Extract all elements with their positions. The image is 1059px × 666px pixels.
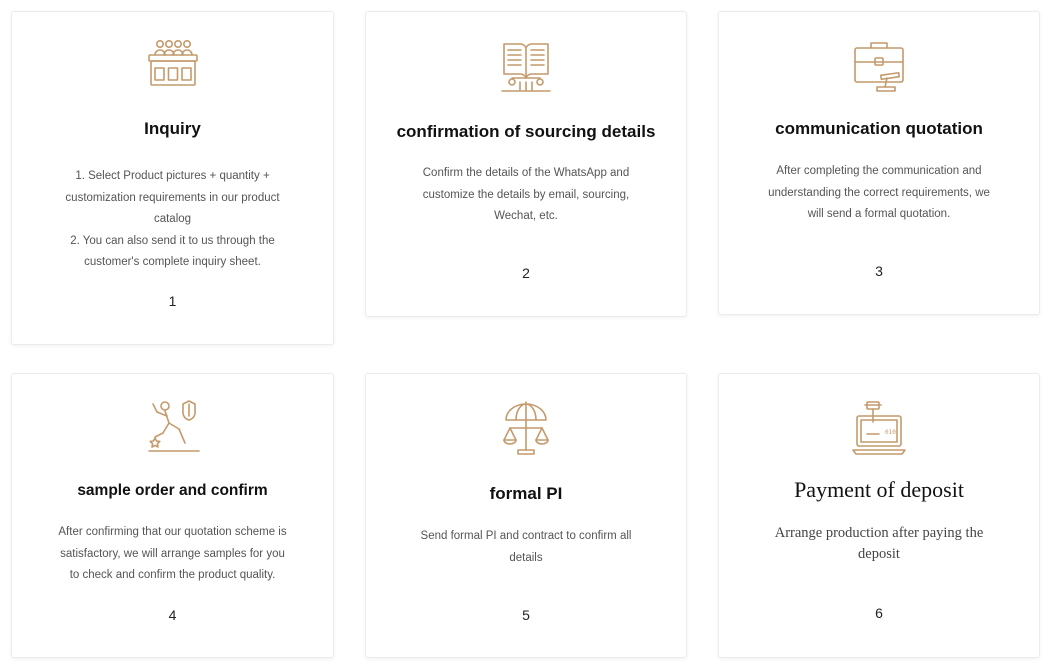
step-description-line: Confirm the details of the WhatsApp and: [422, 167, 630, 179]
step-number: 2: [522, 265, 530, 281]
step-title: formal PI: [489, 484, 563, 503]
step-description-line: Wechat, etc.: [494, 210, 558, 222]
step-description: 1. Select Product pictures + quantity + …: [43, 166, 303, 274]
step-description-line: 1. Select Product pictures + quantity +: [75, 170, 270, 182]
step-number: 4: [168, 607, 177, 623]
step-description: Arrange production after paying the depo…: [734, 523, 1024, 565]
step-description-line: customize the details by email, sourcing…: [422, 188, 630, 201]
step-title: Payment of deposit: [794, 477, 964, 502]
step-card-sourcing-details: confirmation of sourcing details Confirm…: [365, 11, 687, 317]
step-description-line: catalog: [153, 213, 192, 225]
step-description: Confirm the details of the WhatsApp and …: [396, 163, 656, 228]
briefcase-gavel-icon: [851, 38, 907, 94]
step-title: Inquiry: [144, 119, 201, 138]
step-description-line: customization requirements in our produc…: [65, 191, 280, 204]
step-description-line: Send formal PI and contract to confirm a…: [420, 530, 632, 542]
step-card-sample-order: sample order and confirm After confirmin…: [11, 373, 334, 658]
step-number: 1: [168, 293, 177, 309]
step-description: After completing the communication and u…: [749, 161, 1009, 226]
step-description-line: understanding the correct requirements, …: [768, 186, 990, 199]
step-number: 5: [522, 607, 530, 623]
svg-text:010: 010: [885, 429, 896, 436]
step-card-formal-pi: formal PI Send formal PI and contract to…: [365, 373, 687, 658]
step-description: After confirming that our quotation sche…: [33, 522, 313, 587]
step-description-line: will send a formal quotation.: [807, 208, 951, 220]
step-card-quotation: communication quotation After completing…: [718, 11, 1040, 315]
step-card-payment-deposit: 010 Payment of deposit Arrange productio…: [718, 373, 1040, 658]
online-payment-icon: 010: [851, 400, 907, 456]
step-description-line: details: [509, 551, 543, 564]
step-description: Send formal PI and contract to confirm a…: [396, 526, 656, 569]
step-description-line: to check and confirm the product quality…: [69, 569, 276, 581]
step-title: sample order and confirm: [77, 482, 268, 499]
catalog-book-icon: [498, 38, 554, 94]
step-description-line: deposit: [858, 546, 900, 562]
step-description-line: After confirming that our quotation sche…: [58, 526, 287, 538]
step-description-line: Arrange production after paying the: [774, 525, 984, 541]
step-title: confirmation of sourcing details: [396, 122, 656, 141]
step-title: communication quotation: [775, 119, 983, 138]
step-number: 6: [875, 605, 883, 621]
step-description-line: satisfactory, we will arrange samples fo…: [60, 547, 285, 560]
scales-umbrella-icon: [498, 400, 554, 456]
slip-warning-icon: [145, 398, 201, 454]
step-description-line: After completing the communication and: [776, 165, 982, 177]
step-card-inquiry: Inquiry 1. Select Product pictures + qua…: [11, 11, 334, 345]
team-meeting-icon: [145, 38, 201, 94]
step-description-line: customer's complete inquiry sheet.: [84, 256, 261, 268]
step-description-line: 2. You can also send it to us through th…: [70, 234, 275, 247]
step-number: 3: [875, 263, 883, 279]
